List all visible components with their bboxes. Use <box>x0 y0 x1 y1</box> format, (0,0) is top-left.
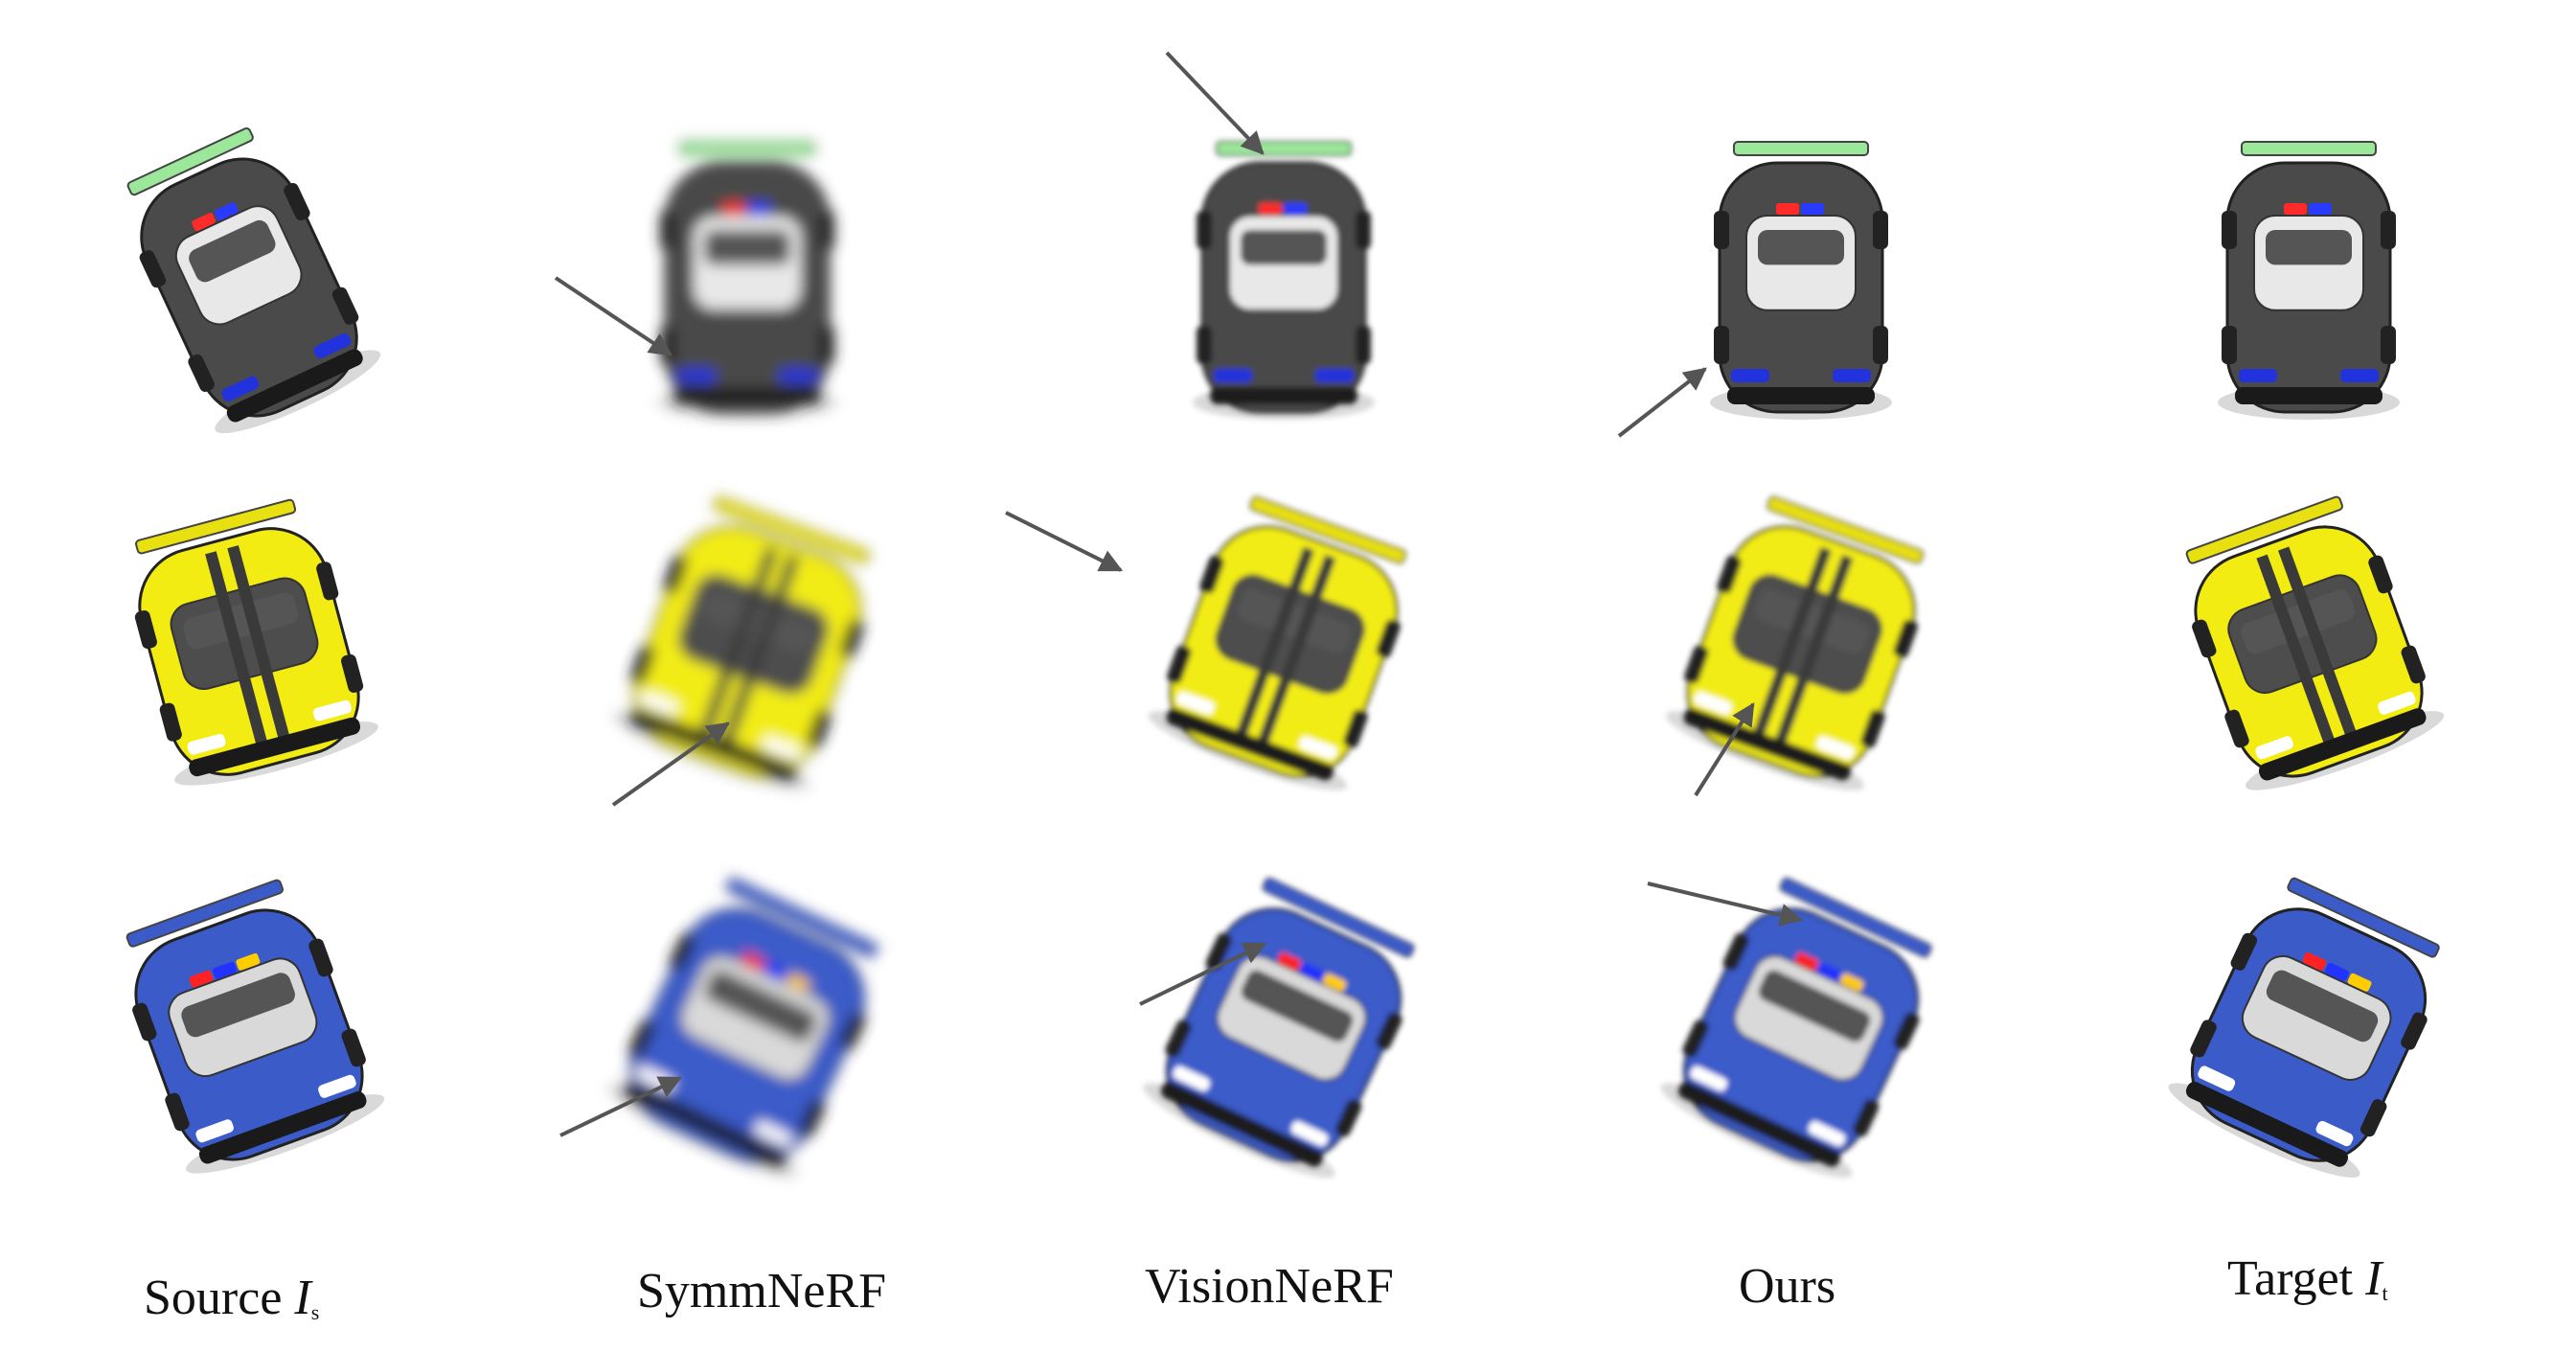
arrow-symmnerf-row3 <box>559 1076 683 1137</box>
col-label-symmnerf: SymmNeRF <box>637 1264 887 1318</box>
col-label-target: Target It <box>2227 1251 2388 1306</box>
car-render-blue-police-hatchback-target <box>2168 877 2440 1178</box>
col-label-source: Source Is <box>144 1271 320 1325</box>
arrow-symmnerf-row2 <box>611 722 730 807</box>
arrow-symmnerf-row1 <box>554 276 672 356</box>
car-render-police-car-white-ours <box>1710 141 1892 420</box>
car-render-blue-police-hatchback-symmnerf <box>606 877 878 1178</box>
car-render-police-car-white-source <box>126 126 381 434</box>
col-label-visionnerf: VisionNeRF <box>1145 1259 1394 1314</box>
arrow-visionnerf-row2 <box>1005 511 1124 572</box>
arrow-ours-row3 <box>1647 882 1804 927</box>
arrow-ours-row2 <box>1694 701 1755 797</box>
car-render-yellow-sports-car-target <box>2185 495 2445 791</box>
car-render-yellow-sports-car-ours <box>1665 495 1925 791</box>
car-render-police-car-white-target <box>2218 141 2400 420</box>
car-render-blue-police-hatchback-visionnerf <box>1143 877 1415 1178</box>
car-render-yellow-sports-car-source <box>134 498 378 786</box>
arrow-ours-row1 <box>1617 367 1707 438</box>
arrow-visionnerf-row1 <box>1165 51 1265 155</box>
car-render-police-car-white-symmnerf <box>656 141 838 420</box>
car-render-yellow-sports-car-symmnerf <box>611 495 871 791</box>
arrow-visionnerf-row3 <box>1139 942 1267 1006</box>
car-render-police-car-white-visionnerf <box>1193 141 1375 420</box>
car-render-yellow-sports-car-visionnerf <box>1148 495 1407 791</box>
car-render-blue-police-hatchback-source <box>125 879 385 1174</box>
car-render-blue-police-hatchback-ours <box>1660 877 1932 1178</box>
col-label-ours: Ours <box>1739 1259 1836 1314</box>
